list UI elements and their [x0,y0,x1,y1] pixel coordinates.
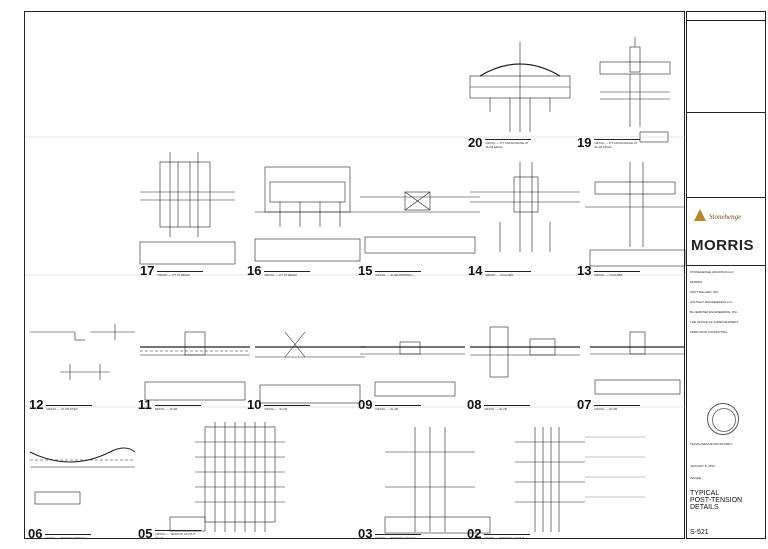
team-entry: HOUSLEY ENGINEERING LLC [690,300,733,304]
team-entry: MORRIS [690,280,702,284]
team-entry: BLUEWATER ENGINEERING, INC. [690,310,738,314]
title-block: Stonehenge MORRIS STONEHENGE HOLDINGS LL… [686,11,766,539]
sheet-title: TYPICAL POST-TENSION DETAILS [690,490,743,511]
team-entry: THE OFFICE OF JAMES BURNETT [690,320,739,324]
project-name: TEXAS AVENUE MULTIFAMILY [690,442,733,446]
client-logo: Stonehenge [709,213,742,221]
detail-linework [25,37,686,534]
team-entry: FERGUSON CONSULTING [690,330,728,334]
engineer-seal [707,403,739,435]
team-entry: STONEHENGE HOLDINGS LLC [690,270,734,274]
issue-status: ISSUED [690,476,702,480]
sheet-number: S-521 [690,529,709,536]
issue-date: JANUARY 8, 2019 [690,464,715,468]
stonehenge-logo-icon [693,208,707,222]
team-entry: WATT BILLARD, INC. [690,290,720,294]
architect-logo: MORRIS [691,237,754,254]
